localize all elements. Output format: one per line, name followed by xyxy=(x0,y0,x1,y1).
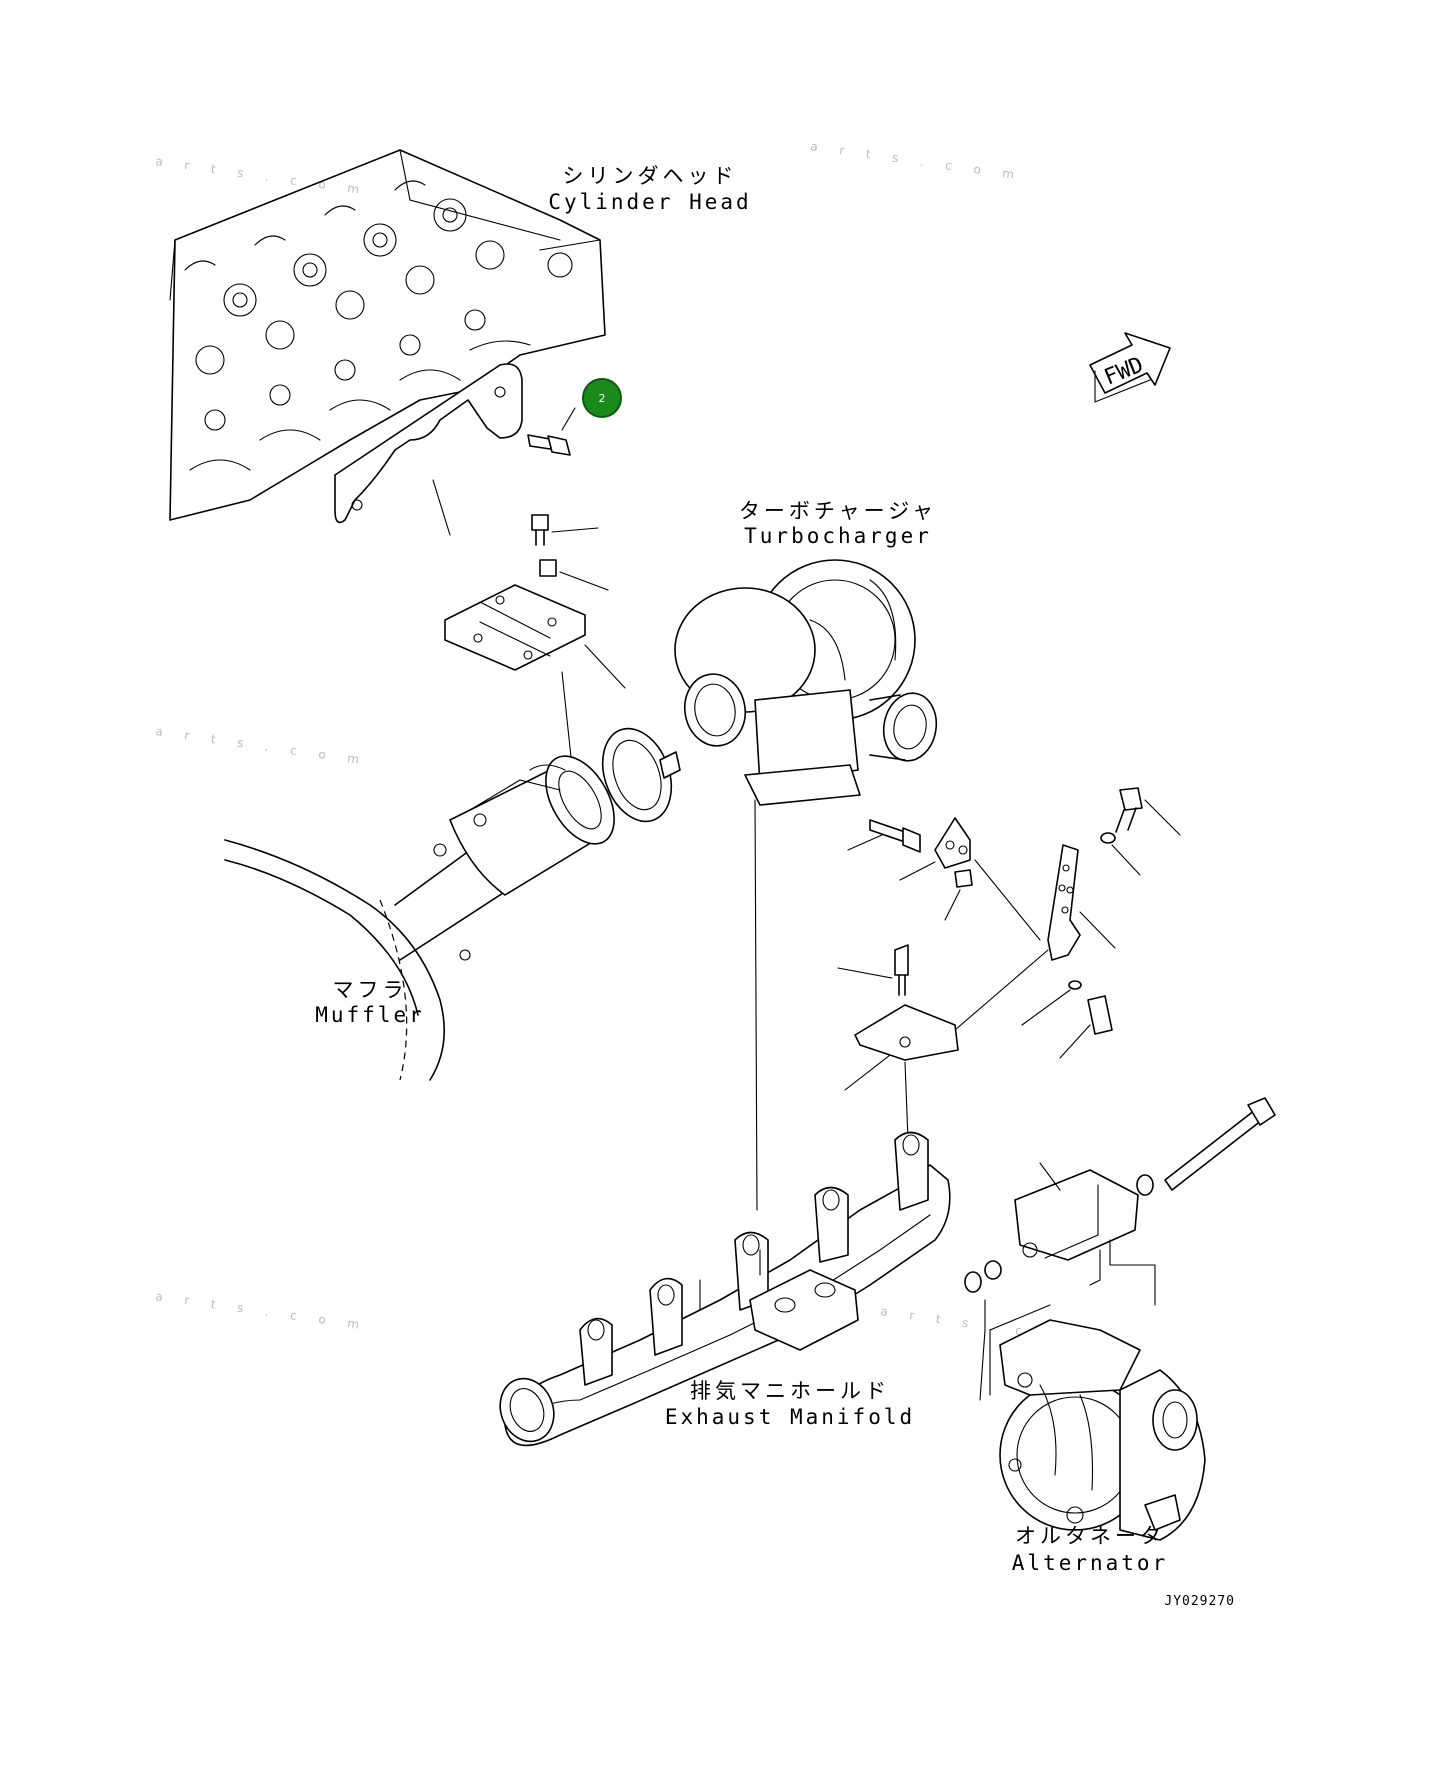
forward-direction-arrow: FWD xyxy=(1089,332,1171,403)
v-band-clamp xyxy=(601,727,681,823)
heat-shield-plate xyxy=(334,363,523,536)
turbocharger-label: Turbocharger xyxy=(744,524,932,548)
turbocharger xyxy=(674,559,938,1211)
alternator-label: Alternator xyxy=(1012,1551,1168,1575)
cylinder-head-label: Cylinder Head xyxy=(548,190,751,214)
callout-badge[interactable]: 2 xyxy=(582,378,622,418)
exhaust-manifold xyxy=(499,1131,951,1447)
drawing-code: JY029270 xyxy=(1164,1594,1235,1609)
exhaust-manifold-jp-label: 排気マニホールド xyxy=(690,1379,890,1403)
cylinder-head-jp-label: シリンダヘッド xyxy=(563,164,738,188)
bolt xyxy=(527,407,576,456)
alternator-bolt xyxy=(964,1097,1276,1401)
exhaust-manifold-label: Exhaust Manifold xyxy=(665,1405,915,1429)
lower-bracket xyxy=(837,944,959,1141)
muffler-jp-label: マフラ xyxy=(333,978,408,1002)
support-bracket xyxy=(954,844,1116,1059)
callout-number: 2 xyxy=(599,392,606,405)
labels: シリンダヘッド Cylinder Head ターボチャージャ Turbochar… xyxy=(315,164,1235,1609)
watermark: a r t s . c o m xyxy=(810,139,1024,183)
stud-and-plate xyxy=(847,817,1041,941)
alternator-jp-label: オルタネータ xyxy=(1015,1524,1165,1548)
watermark: a r t s . c o m xyxy=(155,724,369,768)
bracket-bolt xyxy=(531,514,609,591)
upper-right-bolt xyxy=(1100,787,1181,876)
muffler-label: Muffler xyxy=(315,1003,425,1027)
callout-circle[interactable] xyxy=(582,378,622,418)
turbocharger-jp-label: ターボチャージャ xyxy=(739,499,937,523)
watermark: a r t s . c o m xyxy=(155,1289,369,1333)
cylinder-head xyxy=(169,149,606,521)
alternator xyxy=(989,1304,1206,1541)
muffler-bracket xyxy=(444,584,626,796)
muffler xyxy=(224,755,615,1081)
